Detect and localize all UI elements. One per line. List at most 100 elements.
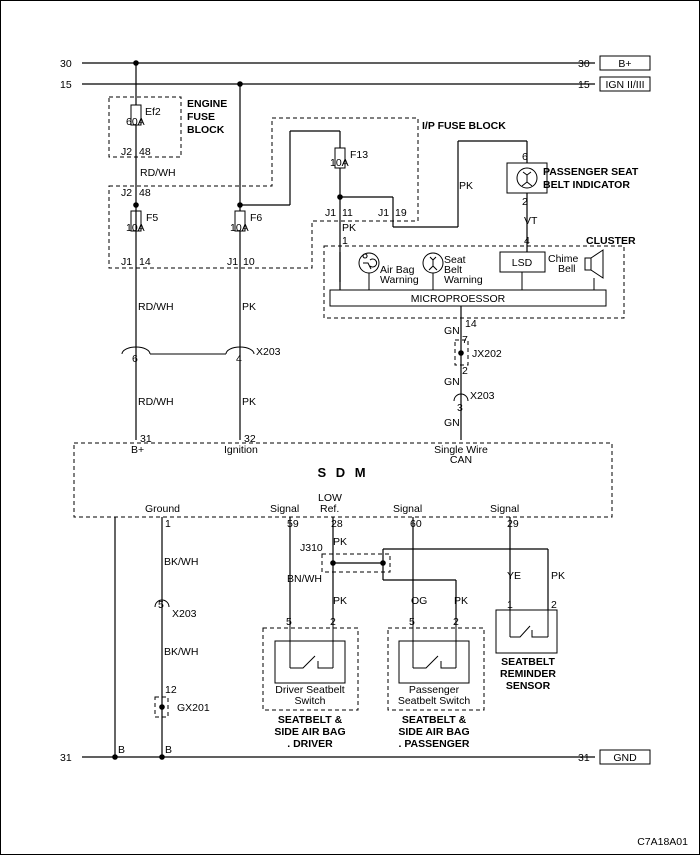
x203-b-pin: 3: [457, 402, 463, 414]
engine-fuse-block: Ef2 60A J2 48 ENGINE FUSE BLOCK: [108, 60, 227, 300]
ip-fuse-block: I/P FUSE BLOCK J2 48 F5 10A J1 14 F6 10A…: [108, 81, 506, 300]
passenger-group-2: SIDE AIR BAG: [398, 726, 469, 738]
wire-pk-ign-2: PK: [242, 396, 256, 408]
passenger-seatbelt-switch: 5 2 Passenger Seatbelt Switch SEATBELT &…: [387, 616, 485, 750]
seatbelt-reminder-sensor: 1 2 SEATBELT REMINDER SENSOR: [495, 599, 558, 692]
gnd-rail-right-number: 31: [578, 752, 590, 764]
sdm-ground: Ground: [145, 503, 180, 515]
f5-conn: J1: [121, 256, 132, 268]
f13-fuse-name: F13: [350, 149, 368, 161]
sdm-swcan-line1: Single Wire: [434, 444, 488, 456]
sensor-pin-2: 2: [551, 599, 557, 611]
wire-rdwh-2: RD/WH: [138, 301, 174, 313]
cluster-pin-14: 14: [465, 318, 477, 330]
sdm-ground-pin: 1: [165, 518, 171, 530]
f13-pin-11: 11: [342, 207, 353, 219]
wire-vt: VT: [524, 215, 538, 227]
sdm-pin-28: 28: [331, 518, 343, 530]
sdm-b-plus: B+: [131, 444, 144, 456]
ef2-fuse-name: Ef2: [145, 106, 161, 118]
sensor-title-3: SENSOR: [506, 680, 551, 692]
ground-b-1: B: [118, 744, 125, 756]
x203-c-label: X203: [172, 608, 197, 620]
ef2-fuse-rating: 60A: [126, 116, 145, 128]
sdm-signal-29: Signal: [490, 503, 519, 515]
j1-19-conn: J1: [378, 207, 389, 219]
seatbelt-warning-line3: Warning: [444, 274, 483, 286]
cluster-pin-1: 1: [342, 235, 348, 247]
gx201-connector: 12 GX201: [154, 684, 210, 718]
airbag-warning-line2: Warning: [380, 274, 419, 286]
ip-in-pin: 48: [139, 187, 151, 199]
jx202-connector: 7 2 JX202: [454, 334, 502, 377]
passenger-group-3: . PASSENGER: [399, 738, 470, 750]
ign-rail-left-number: 15: [60, 79, 72, 91]
passenger-switch-pin-5: 5: [409, 616, 415, 628]
seatbelt-warning-line2: Belt: [444, 264, 462, 276]
driver-group-1: SEATBELT &: [278, 714, 343, 726]
f13-conn-11: J1: [325, 207, 336, 219]
ign-rail: 15 15 IGN II/III: [60, 76, 651, 92]
passenger-switch-name-2: Seatbelt Switch: [398, 695, 471, 707]
x203-a-pin-6: 6: [132, 353, 138, 365]
airbag-warning-icon: [358, 252, 380, 274]
f5-fuse-name: F5: [146, 212, 158, 224]
gx201-pin: 12: [165, 684, 177, 696]
gnd-rail: 31 31 GND: [60, 749, 651, 765]
x203-a-pin-4: 4: [236, 353, 242, 365]
wire-pk-sensor: PK: [551, 570, 565, 582]
indicator-pin-top: 6: [522, 151, 528, 163]
ground-b-2: B: [165, 744, 172, 756]
sdm-pin-31: 31: [140, 433, 152, 445]
jx202-label: JX202: [472, 348, 502, 360]
wire-pk-driver: PK: [333, 595, 347, 607]
sdm-low-ref-line1: LOW: [318, 492, 342, 504]
gnd-rail-left-number: 31: [60, 752, 72, 764]
driver-switch-pin-2: 2: [330, 616, 336, 628]
chime-bell-line1: Chime: [548, 253, 579, 265]
sdm-module: 31 B+ 32 Ignition Single Wire CAN S D M …: [73, 433, 613, 530]
sdm-signal-59: Signal: [270, 503, 299, 515]
driver-switch-name-1: Driver Seatbelt: [275, 684, 345, 696]
b-plus-rail-right-number: 30: [578, 58, 590, 70]
x203-a-label: X203: [256, 346, 281, 358]
ef2-pin: 48: [139, 146, 151, 158]
engine-fuse-block-title-1: ENGINE: [187, 98, 227, 110]
driver-group-2: SIDE AIR BAG: [274, 726, 345, 738]
x203-connector-b: 3 X203: [453, 390, 495, 414]
wire-pk-ign-1: PK: [242, 301, 256, 313]
b-plus-rail-label: B+: [618, 58, 631, 70]
f5-fuse-rating: 10A: [126, 222, 145, 234]
chime-bell-line2: Bell: [558, 263, 576, 275]
driver-seatbelt-switch: 5 2 Driver Seatbelt Switch SEATBELT & SI…: [262, 616, 359, 750]
speaker-icon: [584, 257, 592, 271]
ign-rail-label: IGN II/III: [605, 79, 644, 91]
switch-contact-icon: [413, 655, 456, 669]
sensor-title-2: REMINDER: [500, 668, 556, 680]
wire-pk-j310: PK: [333, 536, 347, 548]
f5-fuse-icon: [130, 210, 142, 232]
driver-switch-name-2: Switch: [295, 695, 326, 707]
switch-contact-icon: [510, 625, 548, 638]
instrument-cluster: CLUSTER 1 4 Air Bag Warning Seat Belt Wa…: [323, 235, 636, 330]
engine-fuse-block-title-3: BLOCK: [187, 124, 225, 136]
sdm-signal-60: Signal: [393, 503, 422, 515]
f6-fuse-name: F6: [250, 212, 262, 224]
wire-rdwh-3: RD/WH: [138, 396, 174, 408]
passenger-switch-pin-2: 2: [453, 616, 459, 628]
x203-connector-a: 6 4 X203: [121, 346, 281, 365]
ip-in-conn: J2: [121, 187, 132, 199]
f13-fuse-rating: 10A: [330, 157, 349, 169]
airbag-warning-line1: Air Bag: [380, 264, 415, 276]
j310-label: J310: [300, 542, 323, 554]
wire-gn-1: GN: [444, 325, 460, 337]
wire-gn-3: GN: [444, 417, 460, 429]
sdm-pin-60: 60: [410, 518, 422, 530]
passenger-group-1: SEATBELT &: [402, 714, 467, 726]
x203-c-pin: 5: [158, 599, 164, 611]
jx202-pin-2: 2: [462, 365, 468, 377]
wire-pk-cluster: PK: [342, 222, 356, 234]
f6-fuse-rating: 10A: [230, 222, 249, 234]
sdm-ignition: Ignition: [224, 444, 258, 456]
